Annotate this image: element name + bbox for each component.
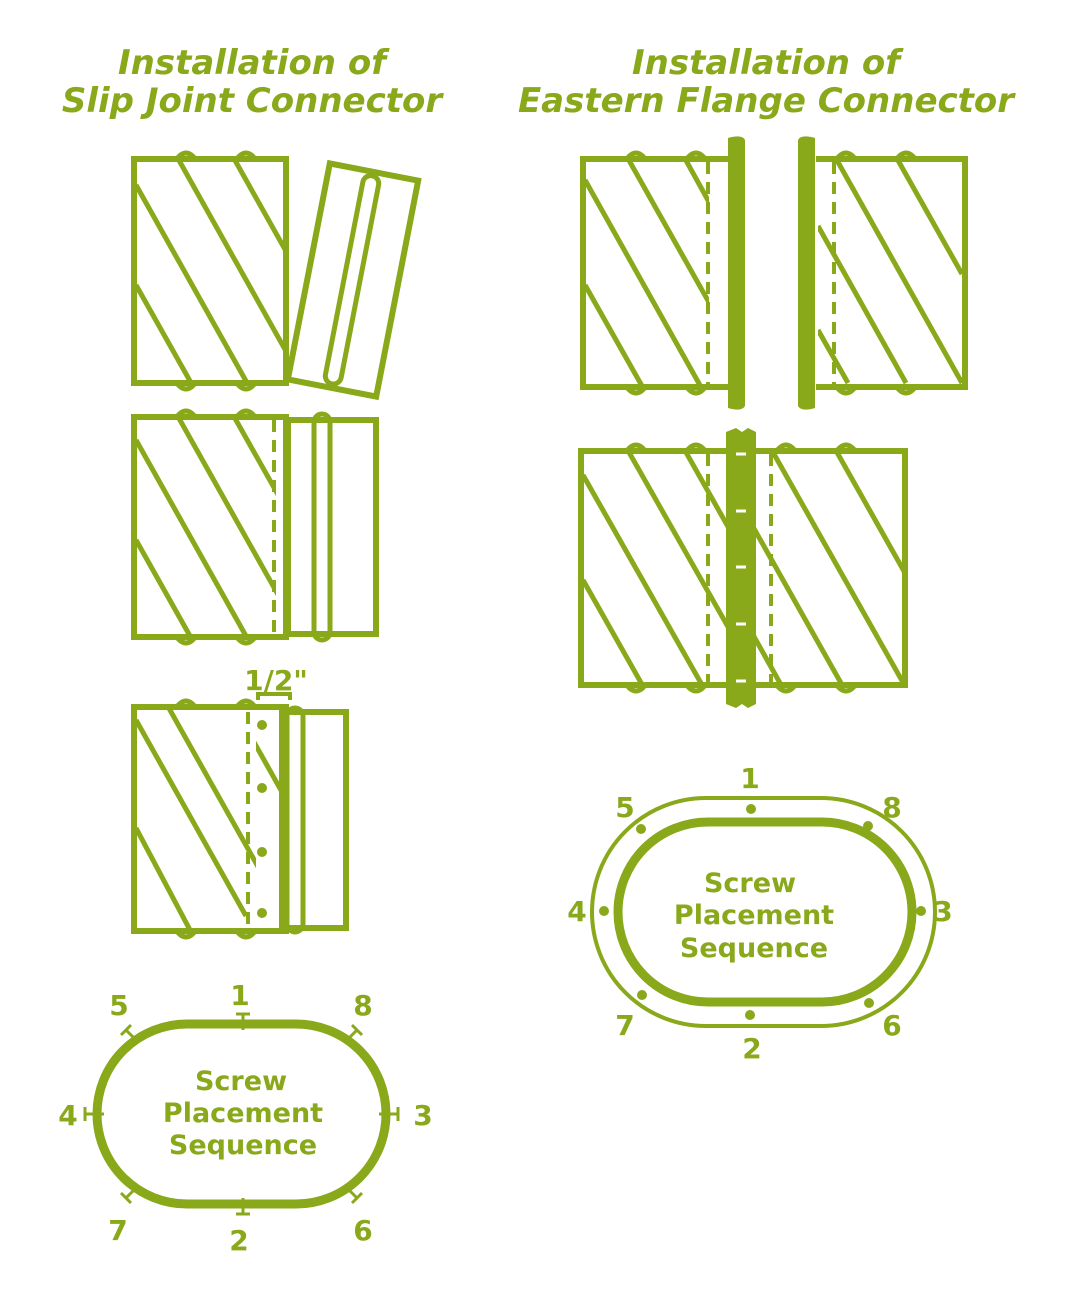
eastern-screw-5: 5	[615, 791, 634, 824]
eastern-screw-4: 4	[567, 895, 586, 928]
slip-step3-duct	[131, 698, 289, 940]
slip-screw-1: 1	[230, 979, 249, 1012]
eastern-seq-line2: Placement	[674, 900, 834, 931]
eastern-screw-1: 1	[740, 762, 759, 795]
slip-step1-connector	[284, 159, 422, 401]
eastern-title-line2: Eastern Flange Connector	[518, 81, 1016, 121]
eastern-screw-8: 8	[882, 791, 901, 824]
slip-screw-8: 8	[353, 989, 372, 1022]
half-inch-label: 1/2"	[244, 664, 308, 697]
slip-title-line1: Installation of	[118, 43, 390, 83]
eastern-seq-line3: Sequence	[680, 933, 828, 964]
eastern-screw-7: 7	[615, 1009, 634, 1042]
half-inch-bracket	[256, 692, 292, 700]
eastern-screw-6: 6	[882, 1009, 901, 1042]
slip-screw-5: 5	[109, 989, 128, 1022]
eastern-seq-line1: Screw	[704, 868, 796, 899]
slip-step2-connector	[285, 411, 379, 643]
eastern-step1-left-duct	[580, 136, 745, 410]
slip-seq-line3: Sequence	[169, 1130, 317, 1161]
eastern-screw-2: 2	[742, 1032, 761, 1065]
eastern-step2-joined-duct	[578, 428, 908, 708]
slip-screw-2: 2	[229, 1224, 248, 1257]
slip-title-line2: Slip Joint Connector	[62, 81, 444, 121]
slip-screw-7: 7	[108, 1214, 127, 1247]
slip-screw-6: 6	[353, 1214, 372, 1247]
eastern-step1-right-duct	[798, 136, 968, 410]
slip-step2-duct	[131, 408, 289, 646]
eastern-title-line1: Installation of	[632, 43, 904, 83]
slip-step3-connector	[279, 705, 349, 935]
slip-seq-line1: Screw	[195, 1066, 287, 1097]
slip-seq-line2: Placement	[163, 1098, 323, 1129]
eastern-screw-3: 3	[933, 895, 952, 928]
eastern-screw-sequence: Screw Placement Sequence 1 2 3 4 5 6 7 8	[567, 762, 952, 1065]
slip-screw-4: 4	[58, 1099, 77, 1132]
slip-step1-duct	[131, 150, 289, 392]
slip-screw-sequence: Screw Placement Sequence 1 2 3 4 5 6 7 8	[58, 979, 432, 1257]
slip-screw-3: 3	[413, 1099, 432, 1132]
